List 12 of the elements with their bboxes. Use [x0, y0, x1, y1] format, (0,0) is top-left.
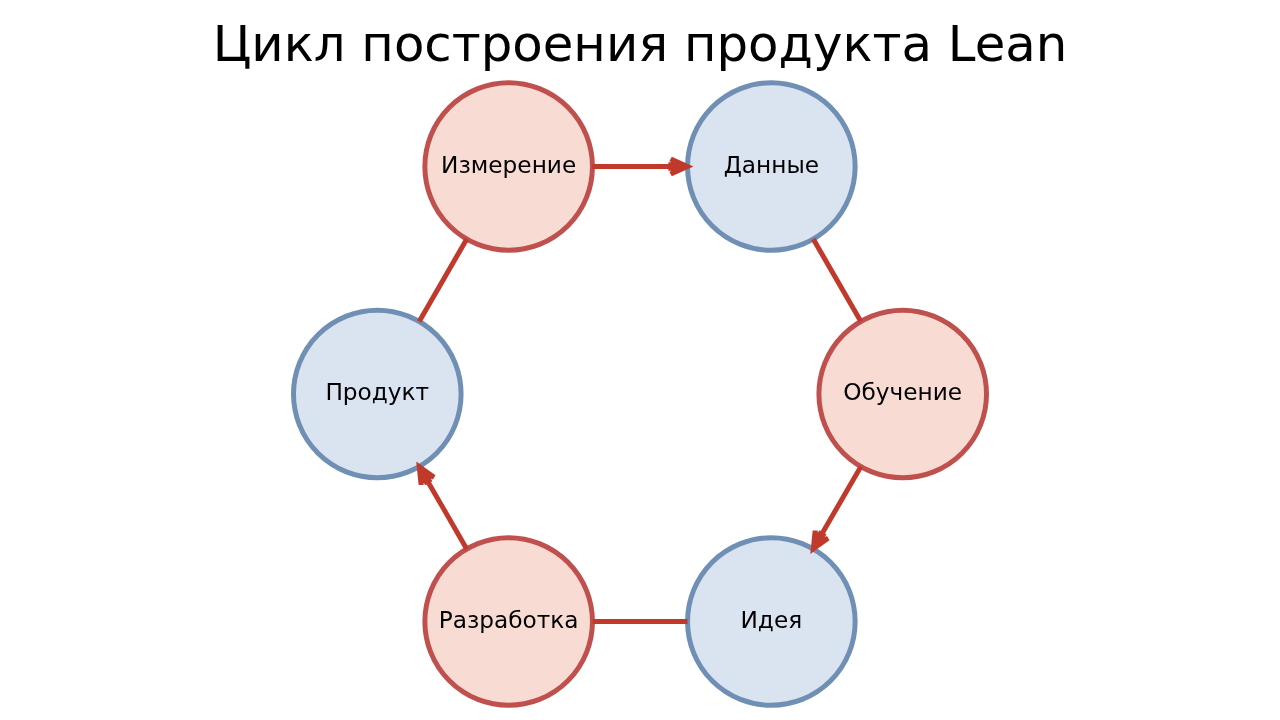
arrow [416, 464, 469, 551]
diagram-title: Цикл построения продукта Lean [212, 15, 1068, 74]
node-circle: Измерение [422, 80, 595, 253]
arrow [810, 465, 863, 552]
node-circle: Продукт [291, 307, 464, 481]
connector [417, 237, 469, 323]
node-circle: Идея [685, 535, 858, 708]
node-circle: Обучение [816, 307, 989, 481]
node-circle: Данные [685, 80, 858, 253]
node-circle: Разработка [422, 535, 595, 708]
connector [811, 237, 863, 323]
connector [592, 619, 688, 624]
